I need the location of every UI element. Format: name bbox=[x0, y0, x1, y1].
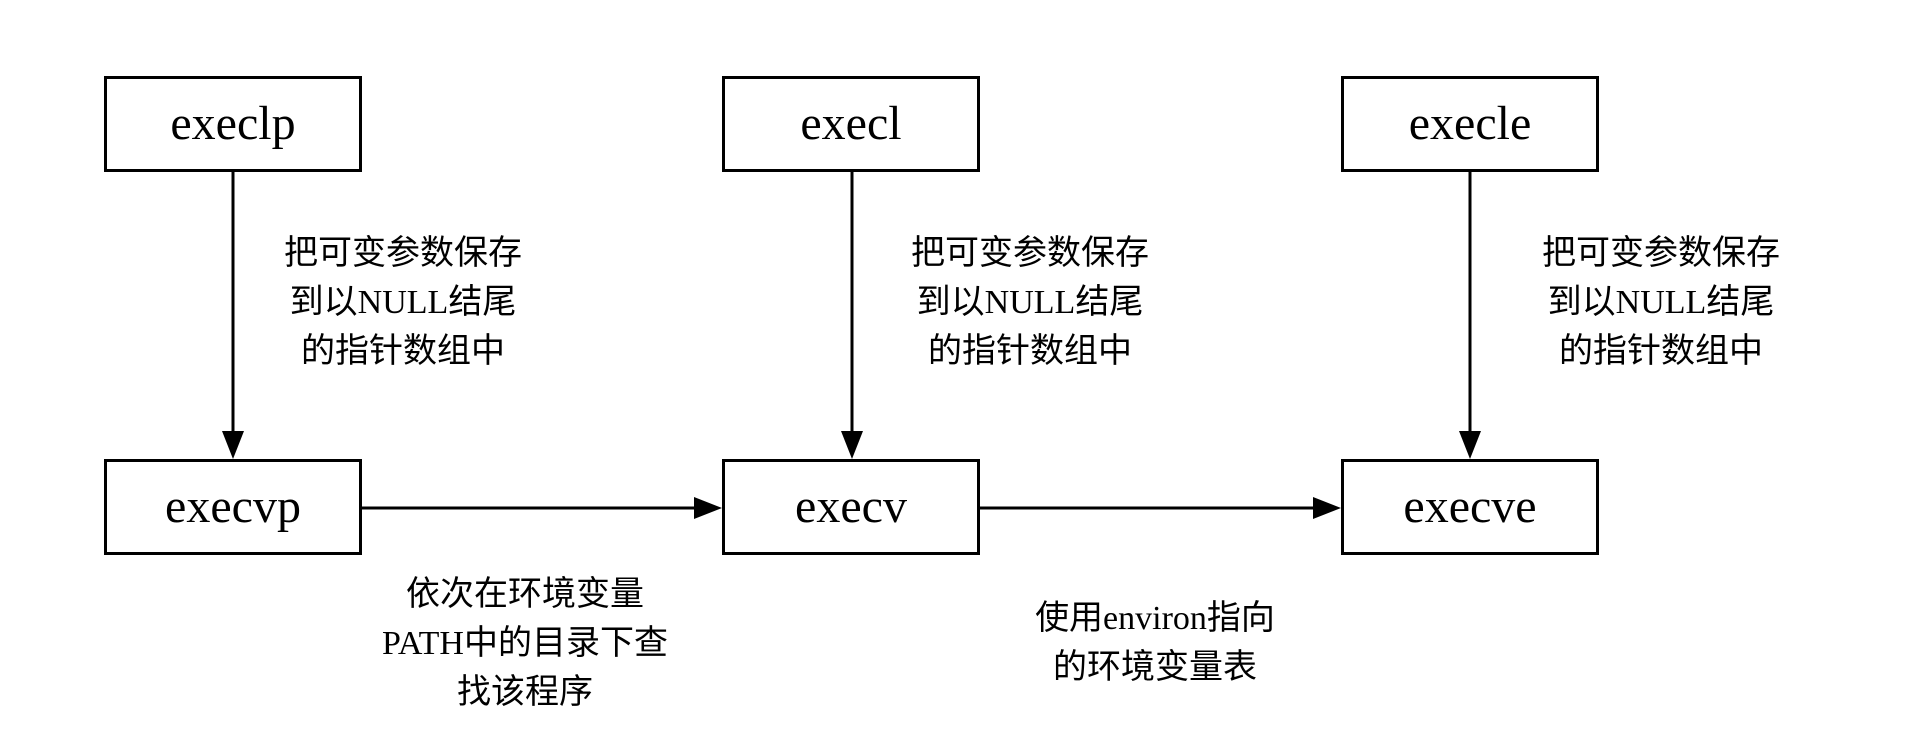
arrow-execl-to-execv bbox=[841, 172, 863, 459]
node-execv-label: execv bbox=[795, 480, 907, 533]
arrow-execvp-to-execv bbox=[362, 497, 722, 519]
arrow-execle-to-execve bbox=[1459, 172, 1481, 459]
annotation-line: 把可变参数保存 bbox=[284, 235, 522, 272]
annotation-execv-to-execve: 使用environ指向 的环境变量表 bbox=[1005, 594, 1305, 692]
node-execle-label: execle bbox=[1408, 97, 1532, 150]
annotation-line: 的指针数组中 bbox=[928, 333, 1132, 370]
annotation-line: 到以NULL结尾 bbox=[1547, 284, 1775, 321]
node-execlp-label: execlp bbox=[170, 97, 296, 150]
node-execl: execl bbox=[722, 76, 980, 172]
annotation-execl-to-execv: 把可变参数保存 到以NULL结尾 的指针数组中 bbox=[870, 229, 1190, 376]
annotation-line: 把可变参数保存 bbox=[1542, 235, 1780, 272]
annotation-line: PATH中的目录下查 bbox=[382, 625, 668, 662]
node-execvp-label: execvp bbox=[165, 480, 301, 533]
arrow-execlp-to-execvp bbox=[222, 172, 244, 459]
annotation-execvp-to-execv: 依次在环境变量 PATH中的目录下查 找该程序 bbox=[355, 570, 695, 717]
annotation-execlp-to-execvp: 把可变参数保存 到以NULL结尾 的指针数组中 bbox=[243, 229, 563, 376]
node-execv: execv bbox=[722, 459, 980, 555]
annotation-line: 的指针数组中 bbox=[1559, 333, 1763, 370]
annotation-line: 到以NULL结尾 bbox=[289, 284, 517, 321]
node-execl-label: execl bbox=[800, 97, 902, 150]
annotation-line: 的环境变量表 bbox=[1053, 649, 1257, 686]
node-execle: execle bbox=[1341, 76, 1599, 172]
annotation-line: 到以NULL结尾 bbox=[916, 284, 1144, 321]
node-execve: execve bbox=[1341, 459, 1599, 555]
node-execlp: execlp bbox=[104, 76, 362, 172]
arrow-execv-to-execve bbox=[980, 497, 1341, 519]
annotation-line: 找该程序 bbox=[457, 674, 593, 711]
annotation-line: 的指针数组中 bbox=[301, 333, 505, 370]
node-execvp: execvp bbox=[104, 459, 362, 555]
annotation-execle-to-execve: 把可变参数保存 到以NULL结尾 的指针数组中 bbox=[1501, 229, 1821, 376]
node-execve-label: execve bbox=[1403, 480, 1537, 533]
annotation-line: 把可变参数保存 bbox=[911, 235, 1149, 272]
annotation-line: 使用environ指向 bbox=[1035, 600, 1275, 637]
annotation-line: 依次在环境变量 bbox=[406, 576, 644, 613]
